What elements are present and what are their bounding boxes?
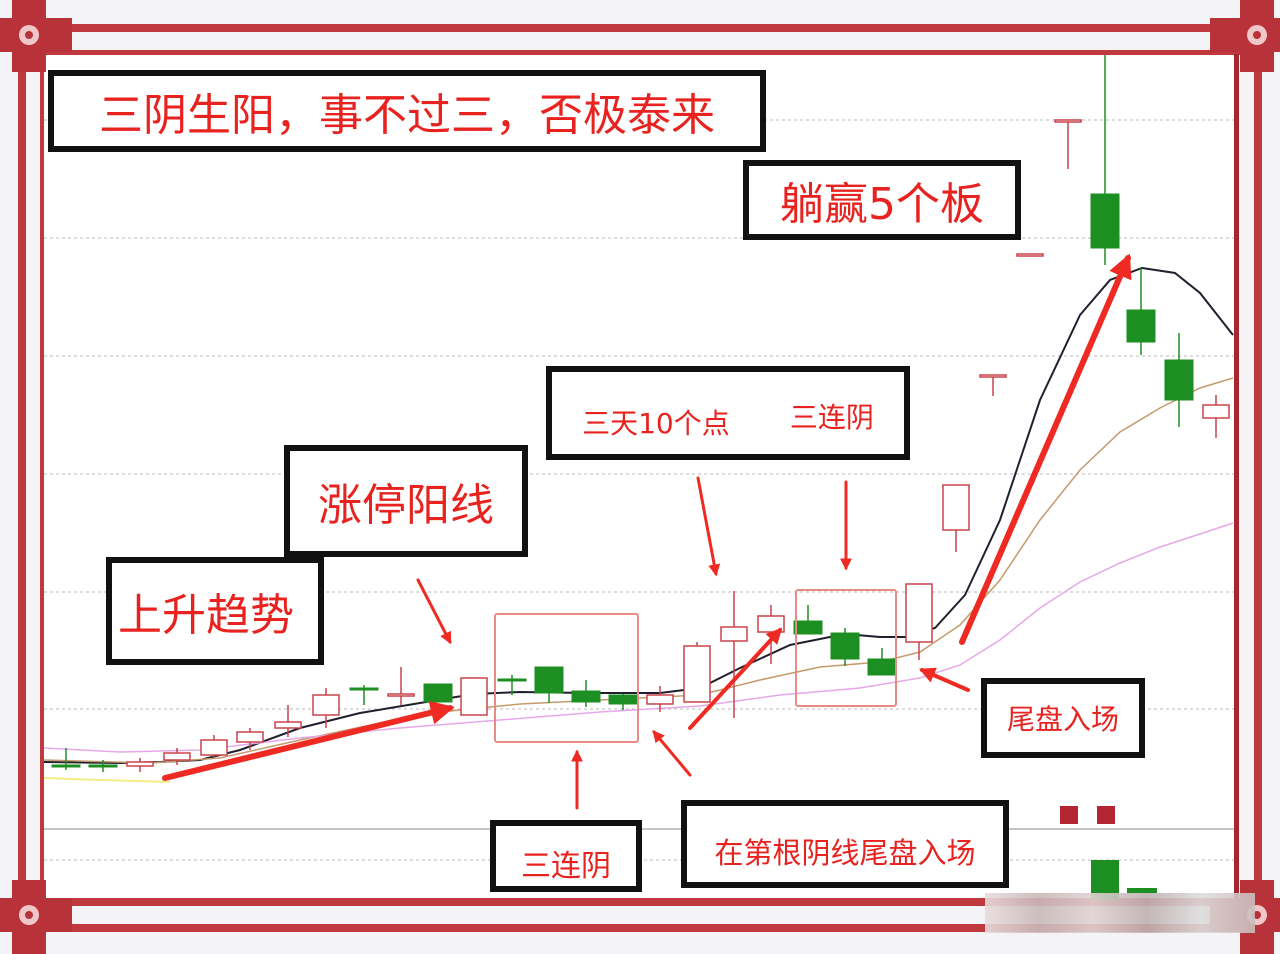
candle — [979, 374, 1007, 396]
annotation-arrows — [162, 253, 1132, 810]
uptrend-label: 上升趋势 — [118, 590, 294, 641]
blurred-watermark — [985, 893, 1255, 933]
candle — [830, 628, 860, 666]
candle — [683, 642, 711, 703]
candles — [51, 55, 1230, 772]
candle — [793, 605, 823, 635]
entry-rule-box: 在第根阴线尾盘入场 — [681, 800, 1009, 888]
ma-line-ma10 — [43, 377, 1234, 764]
candle — [1054, 119, 1082, 169]
corner-ornament-bl-icon — [0, 880, 72, 954]
tail-entry-arrow — [919, 667, 970, 692]
candle — [608, 694, 638, 710]
candle — [126, 758, 154, 772]
entry-rule-arrow — [652, 730, 692, 777]
candle — [646, 686, 674, 712]
candle — [497, 675, 527, 695]
candle — [423, 683, 453, 703]
candle — [460, 677, 488, 716]
candle — [88, 760, 118, 772]
candle — [236, 728, 264, 750]
corner-ornament-tr-icon — [1210, 0, 1280, 72]
tail-entry-label: 尾盘入场 — [1006, 703, 1119, 736]
entry-rule-label: 在第根阴线尾盘入场 — [714, 836, 976, 870]
three-days-box: 三天10个点 三连阴 — [546, 366, 910, 460]
candle — [163, 748, 191, 765]
limit-up-label: 涨停阳线 — [318, 480, 494, 531]
uptrend-box: 上升趋势 — [106, 557, 324, 665]
volume-tag-icon — [1060, 806, 1078, 824]
candle — [51, 748, 81, 770]
three-days-label: 三天10个点 — [582, 407, 730, 440]
limit-up-box: 涨停阳线 — [284, 445, 528, 557]
three-days-arrow — [696, 476, 721, 577]
candle — [387, 667, 415, 705]
gain-arrow-mid — [688, 627, 783, 730]
three-yin-box-1 — [494, 613, 639, 743]
win5-box: 躺赢5个板 — [743, 160, 1021, 240]
three-yin-bottom-label: 三连阴 — [521, 849, 611, 884]
candle — [274, 705, 302, 737]
ma-line-yellow — [43, 777, 171, 783]
candle — [867, 648, 897, 676]
corner-ornament-tl-icon — [0, 0, 72, 72]
candle — [905, 583, 933, 660]
candle — [1164, 333, 1194, 427]
candle — [1126, 268, 1156, 355]
three-yin-box-2 — [795, 589, 897, 707]
volume-tag-icon — [1097, 806, 1115, 824]
candle — [1202, 395, 1230, 438]
win5-arrow — [959, 253, 1132, 645]
candle — [534, 666, 564, 703]
candle — [571, 680, 601, 707]
moving-average-lines — [43, 266, 1234, 783]
three-yin-bottom-box: 三连阴 — [490, 820, 642, 892]
candle — [200, 735, 228, 758]
title-text: 三阴生阳，事不过三，否极泰来 — [99, 90, 715, 141]
candle — [1090, 55, 1120, 265]
title-box: 三阴生阳，事不过三，否极泰来 — [48, 70, 766, 152]
candle — [1016, 253, 1044, 257]
candle — [720, 591, 748, 718]
uptrend-arrow — [162, 700, 455, 781]
tail-entry-box: 尾盘入场 — [981, 678, 1145, 758]
ma-line-ma5 — [43, 266, 1234, 765]
candle — [349, 685, 379, 705]
candle — [942, 484, 970, 552]
three-yin-top-label: 三连阴 — [789, 401, 874, 434]
candle — [312, 688, 340, 728]
limit-up-arrow — [416, 578, 452, 645]
win5-label: 躺赢5个板 — [780, 179, 984, 230]
volume-bar — [1127, 888, 1157, 893]
ma-line-ma30 — [43, 522, 1234, 753]
candle — [757, 605, 785, 664]
